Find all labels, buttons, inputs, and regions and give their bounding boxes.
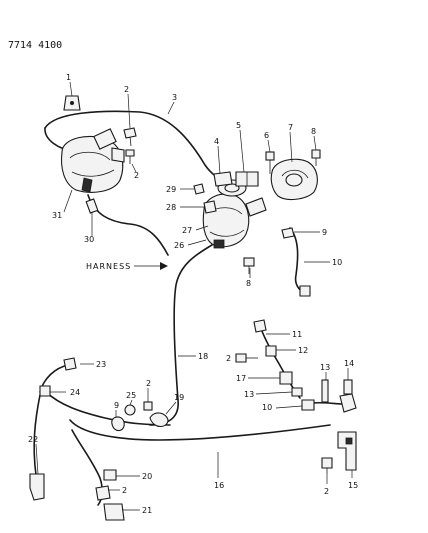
- fitting-10b: [301, 399, 315, 411]
- fitting-11: [253, 319, 267, 333]
- fitting-29: [193, 183, 205, 195]
- bolt-8b: [243, 257, 255, 274]
- bolt-2a: [123, 127, 137, 147]
- bracket-5: [235, 171, 259, 187]
- callout-8-top: 8: [311, 127, 316, 136]
- callout-15: 15: [348, 481, 358, 490]
- callout-2-left: 2: [134, 171, 139, 180]
- harness-label: HARNESS: [86, 262, 131, 271]
- fitting-24: [39, 385, 51, 397]
- fitting-13a: [291, 387, 303, 397]
- callout-2-top: 2: [124, 85, 129, 94]
- bracket-15: [337, 431, 357, 471]
- solenoid-unit-31: [60, 128, 125, 193]
- callout-29: 29: [166, 185, 176, 194]
- callout-19: 19: [174, 393, 184, 402]
- hose-end-9a: [281, 227, 295, 239]
- callout-30: 30: [84, 235, 94, 244]
- leader-lines: [35, 81, 353, 511]
- fitting-12: [265, 345, 277, 357]
- callout-2-mid: 2: [226, 354, 231, 363]
- callout-1: 1: [66, 73, 71, 82]
- callout-13-right: 13: [320, 363, 330, 372]
- callout-12: 12: [298, 346, 308, 355]
- doc-number: 7714 4100: [8, 40, 62, 51]
- callout-21: 21: [142, 506, 152, 515]
- callout-31: 31: [52, 211, 62, 220]
- callout-8-lower: 8: [246, 279, 251, 288]
- callout-4: 4: [214, 137, 219, 146]
- hose-22: [33, 394, 41, 476]
- callout-13-left: 13: [244, 390, 254, 399]
- canister-7: [270, 158, 318, 201]
- callout-26: 26: [174, 241, 184, 250]
- callout-2-lowright: 2: [324, 487, 329, 496]
- callout-14: 14: [344, 359, 354, 368]
- callout-7: 7: [288, 123, 293, 132]
- callout-24: 24: [70, 388, 80, 397]
- hose-18: [149, 244, 213, 426]
- callout-6: 6: [264, 131, 269, 140]
- callout-11: 11: [292, 330, 302, 339]
- hose-14: [311, 401, 343, 405]
- bolt-2b: [125, 149, 135, 164]
- callout-23: 23: [96, 360, 106, 369]
- callout-22: 22: [28, 435, 38, 444]
- callouts: 1 2 3 2 31 30 4 5 6 7 8 29 28 27 26 8 9 …: [28, 73, 358, 515]
- valve-14: [339, 379, 357, 413]
- bracket-21: [103, 503, 125, 521]
- bolt-2f: [95, 485, 111, 501]
- clip-9b: [111, 416, 125, 432]
- callout-16: 16: [214, 481, 224, 490]
- clamp-22: [29, 473, 45, 501]
- callout-9-right: 9: [322, 228, 327, 237]
- callout-2-lowleft: 2: [122, 486, 127, 495]
- screw-8a: [311, 149, 321, 166]
- callout-9-bottom: 9: [114, 401, 119, 410]
- callout-5: 5: [236, 121, 241, 130]
- harness-arrow: [134, 262, 168, 270]
- pipe-16-upper: [45, 391, 171, 426]
- pipe-16: [69, 419, 331, 441]
- clip-20: [103, 469, 117, 481]
- hose-end-10a: [299, 285, 311, 297]
- callout-2-bottom: 2: [146, 379, 151, 388]
- fitting-23: [63, 357, 77, 371]
- fitting-17: [279, 371, 293, 385]
- connector-13b: [321, 379, 329, 403]
- pump-assembly-26: [202, 179, 267, 249]
- connector-30: [85, 198, 99, 214]
- callout-20: 20: [142, 472, 152, 481]
- callout-28: 28: [166, 203, 176, 212]
- clip-25: [124, 404, 136, 416]
- bracket-4: [213, 171, 233, 187]
- callout-27: 27: [182, 226, 192, 235]
- callout-17: 17: [236, 374, 246, 383]
- clip-1: [63, 95, 81, 111]
- clip-19: [149, 412, 169, 428]
- callout-25: 25: [126, 391, 136, 400]
- callout-10-lower: 10: [262, 403, 272, 412]
- fitting-28: [203, 200, 217, 214]
- bolt-2e: [143, 401, 153, 411]
- callout-3: 3: [172, 93, 177, 102]
- callout-18: 18: [198, 352, 208, 361]
- hose-10: [289, 227, 307, 293]
- callout-10-right: 10: [332, 258, 342, 267]
- bolt-2c: [235, 353, 258, 363]
- bolt-2d: [321, 457, 333, 474]
- hose-30: [87, 194, 169, 256]
